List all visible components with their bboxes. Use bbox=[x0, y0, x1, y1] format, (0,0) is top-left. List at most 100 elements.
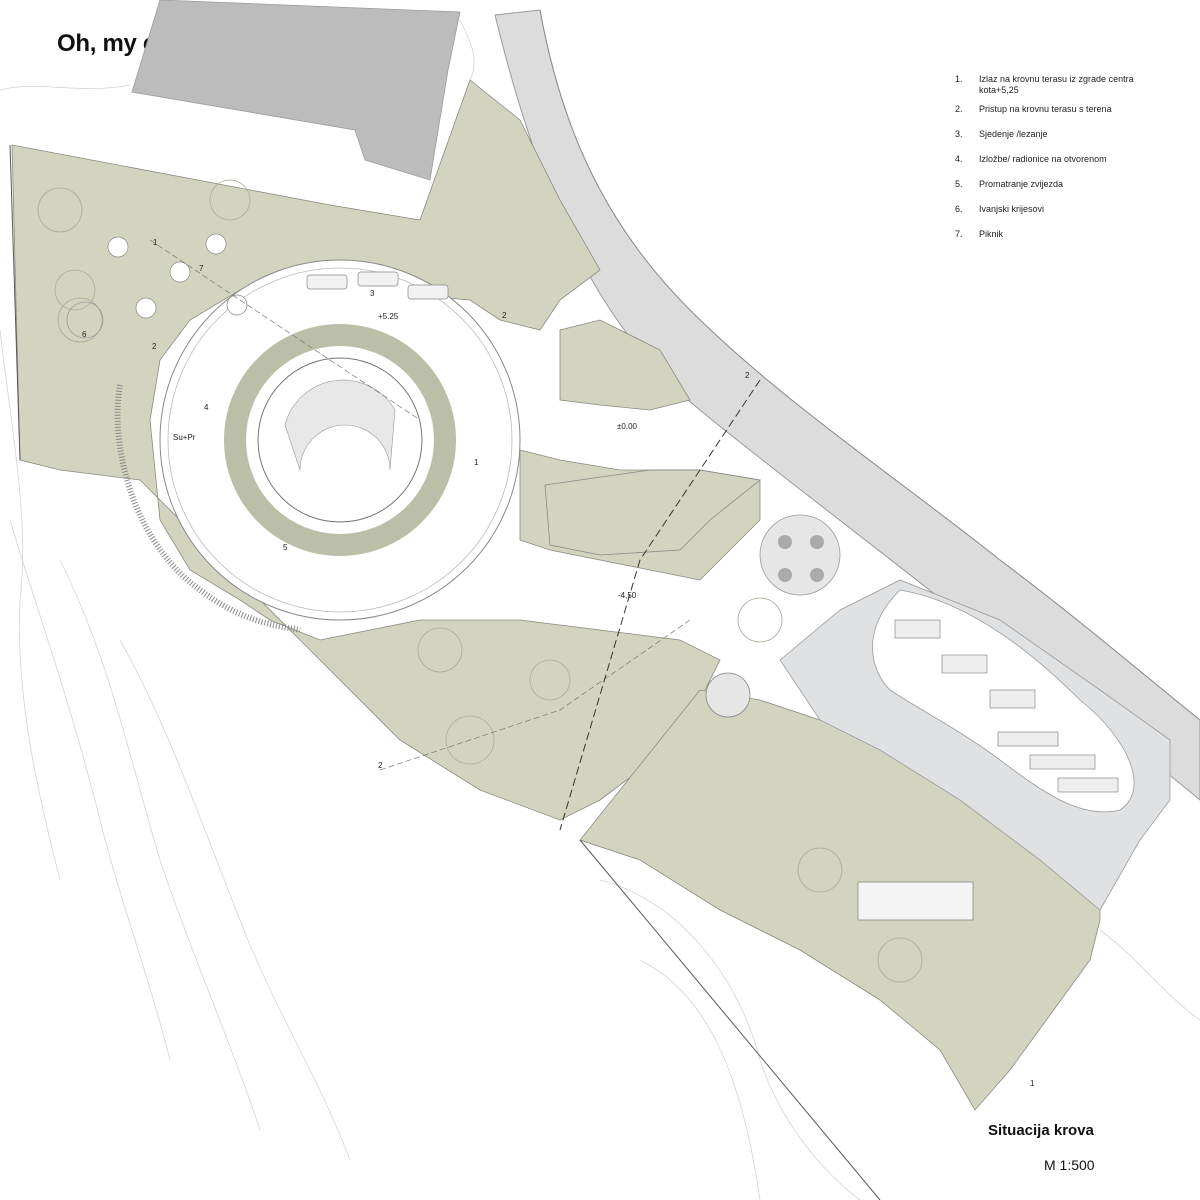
seating-pod bbox=[306, 274, 348, 290]
picnic-table bbox=[226, 294, 248, 316]
section-mark: 2 bbox=[378, 761, 383, 770]
tree bbox=[737, 597, 783, 643]
legend-number: 7. bbox=[955, 229, 963, 239]
section-mark: 2 bbox=[745, 371, 750, 380]
amphitheatre-steps bbox=[284, 379, 396, 471]
parking-bays bbox=[894, 619, 1119, 793]
section-mark: 1 bbox=[153, 238, 158, 247]
parking-bay bbox=[989, 689, 1036, 709]
contour-line bbox=[639, 959, 761, 1200]
legend-number: 1. bbox=[955, 74, 963, 84]
seating-pod bbox=[407, 284, 449, 300]
legend-text: Sjedenje /lezanje bbox=[979, 129, 1048, 139]
picnic-table bbox=[169, 261, 191, 283]
seating-pod bbox=[357, 271, 399, 287]
picnic-table bbox=[205, 233, 227, 255]
seating-pods bbox=[306, 271, 449, 300]
legend-text: Izložbe/ radionice na otvorenom bbox=[979, 154, 1107, 164]
tree bbox=[54, 269, 96, 311]
contour-line bbox=[119, 639, 351, 1161]
contour-line bbox=[459, 19, 475, 81]
parking-bay bbox=[894, 619, 941, 639]
parking-bay bbox=[997, 731, 1059, 747]
contour-line bbox=[59, 559, 261, 1131]
contour-line bbox=[0, 329, 61, 881]
legend-text: Pristup na krovnu terasu s terena bbox=[979, 104, 1112, 114]
contour-line bbox=[1099, 929, 1200, 1021]
section-mark: 1 bbox=[1030, 1079, 1035, 1088]
round-table bbox=[810, 535, 824, 549]
contour-line bbox=[0, 84, 131, 91]
parking-bay bbox=[1057, 777, 1119, 793]
legend-item: 4. Izložbe/ radionice na otvorenom bbox=[955, 154, 1195, 179]
green-strip-center bbox=[519, 449, 761, 581]
legend-text: kota+5,25 bbox=[979, 85, 1019, 95]
roundabout-circle bbox=[705, 672, 751, 718]
zigzag-path bbox=[544, 469, 761, 556]
round-table bbox=[778, 568, 792, 582]
legend-number: 2. bbox=[955, 104, 963, 114]
bonfire-circle bbox=[66, 301, 104, 339]
level-lower: -4,50 bbox=[618, 591, 637, 600]
site-boundary bbox=[579, 839, 881, 1200]
section-line-2 bbox=[379, 619, 691, 771]
label-6: 6 bbox=[82, 330, 87, 339]
tree bbox=[209, 179, 251, 221]
trees bbox=[37, 179, 923, 983]
legend-text: Ivanjski krijesovi bbox=[979, 204, 1045, 214]
plan-scale: M 1:500 bbox=[1044, 1157, 1095, 1173]
picnic-table bbox=[135, 297, 157, 319]
tree bbox=[37, 187, 83, 233]
label-4: 4 bbox=[204, 403, 209, 412]
roof-terrace-edge bbox=[167, 267, 513, 613]
round-table bbox=[810, 568, 824, 582]
legend-text: Promatranje zvijezda bbox=[979, 179, 1064, 189]
plaza-circle bbox=[759, 514, 841, 596]
tree bbox=[877, 937, 923, 983]
label-supr: Su+Pr bbox=[173, 433, 196, 442]
section-line-1 bbox=[149, 239, 421, 421]
green-patch-east bbox=[559, 319, 691, 411]
site-boundary bbox=[9, 144, 21, 461]
road-edge bbox=[539, 9, 1200, 721]
existing-building bbox=[131, 0, 461, 181]
round-table bbox=[778, 535, 792, 549]
pavilion bbox=[857, 881, 974, 921]
legend-item: 5. Promatranje zvijezda bbox=[955, 179, 1195, 204]
legend-text: Izlaz na krovnu terasu iz zgrade centra bbox=[979, 74, 1134, 84]
legend-number: 5. bbox=[955, 179, 963, 189]
legend-text: Piknik bbox=[979, 229, 1004, 239]
picnic-tables bbox=[107, 233, 248, 319]
label-1: 1 bbox=[474, 458, 479, 467]
tree bbox=[797, 847, 843, 893]
legend-number: 4. bbox=[955, 154, 963, 164]
label-2a: 2 bbox=[502, 311, 507, 320]
legend: 1. Izlaz na krovnu terasu iz zgrade cent… bbox=[955, 74, 1195, 254]
level-ground: ±0,00 bbox=[617, 422, 638, 431]
contour-line bbox=[9, 519, 171, 1061]
parking-bay bbox=[1029, 754, 1096, 770]
label-2b: 2 bbox=[152, 342, 157, 351]
tree bbox=[445, 715, 495, 765]
legend-item: 3. Sjedenje /lezanje bbox=[955, 129, 1195, 154]
parking-bay bbox=[941, 654, 988, 674]
legend-number: 3. bbox=[955, 129, 963, 139]
legend-item: 7. Piknik bbox=[955, 229, 1195, 254]
planted-ring bbox=[224, 324, 456, 556]
plan-title: Situacija krova bbox=[988, 1122, 1094, 1139]
label-5: 5 bbox=[283, 543, 288, 552]
level-roof: +5.25 bbox=[378, 312, 399, 321]
green-area-west bbox=[11, 79, 721, 821]
legend-item: 6. Ivanjski krijesovi bbox=[955, 204, 1195, 229]
legend-item: 1. Izlaz na krovnu terasu iz zgrade cent… bbox=[955, 74, 1195, 104]
picnic-table bbox=[107, 236, 129, 258]
section-line-3 bbox=[559, 379, 761, 831]
plaza-tables bbox=[778, 535, 824, 582]
label-7: 7 bbox=[199, 264, 204, 273]
legend-number: 6. bbox=[955, 204, 963, 214]
tree-ring-6 bbox=[57, 297, 103, 343]
label-3: 3 bbox=[370, 289, 375, 298]
legend-item: 2. Pristup na krovnu terasu s terena bbox=[955, 104, 1195, 129]
tree bbox=[529, 659, 571, 701]
